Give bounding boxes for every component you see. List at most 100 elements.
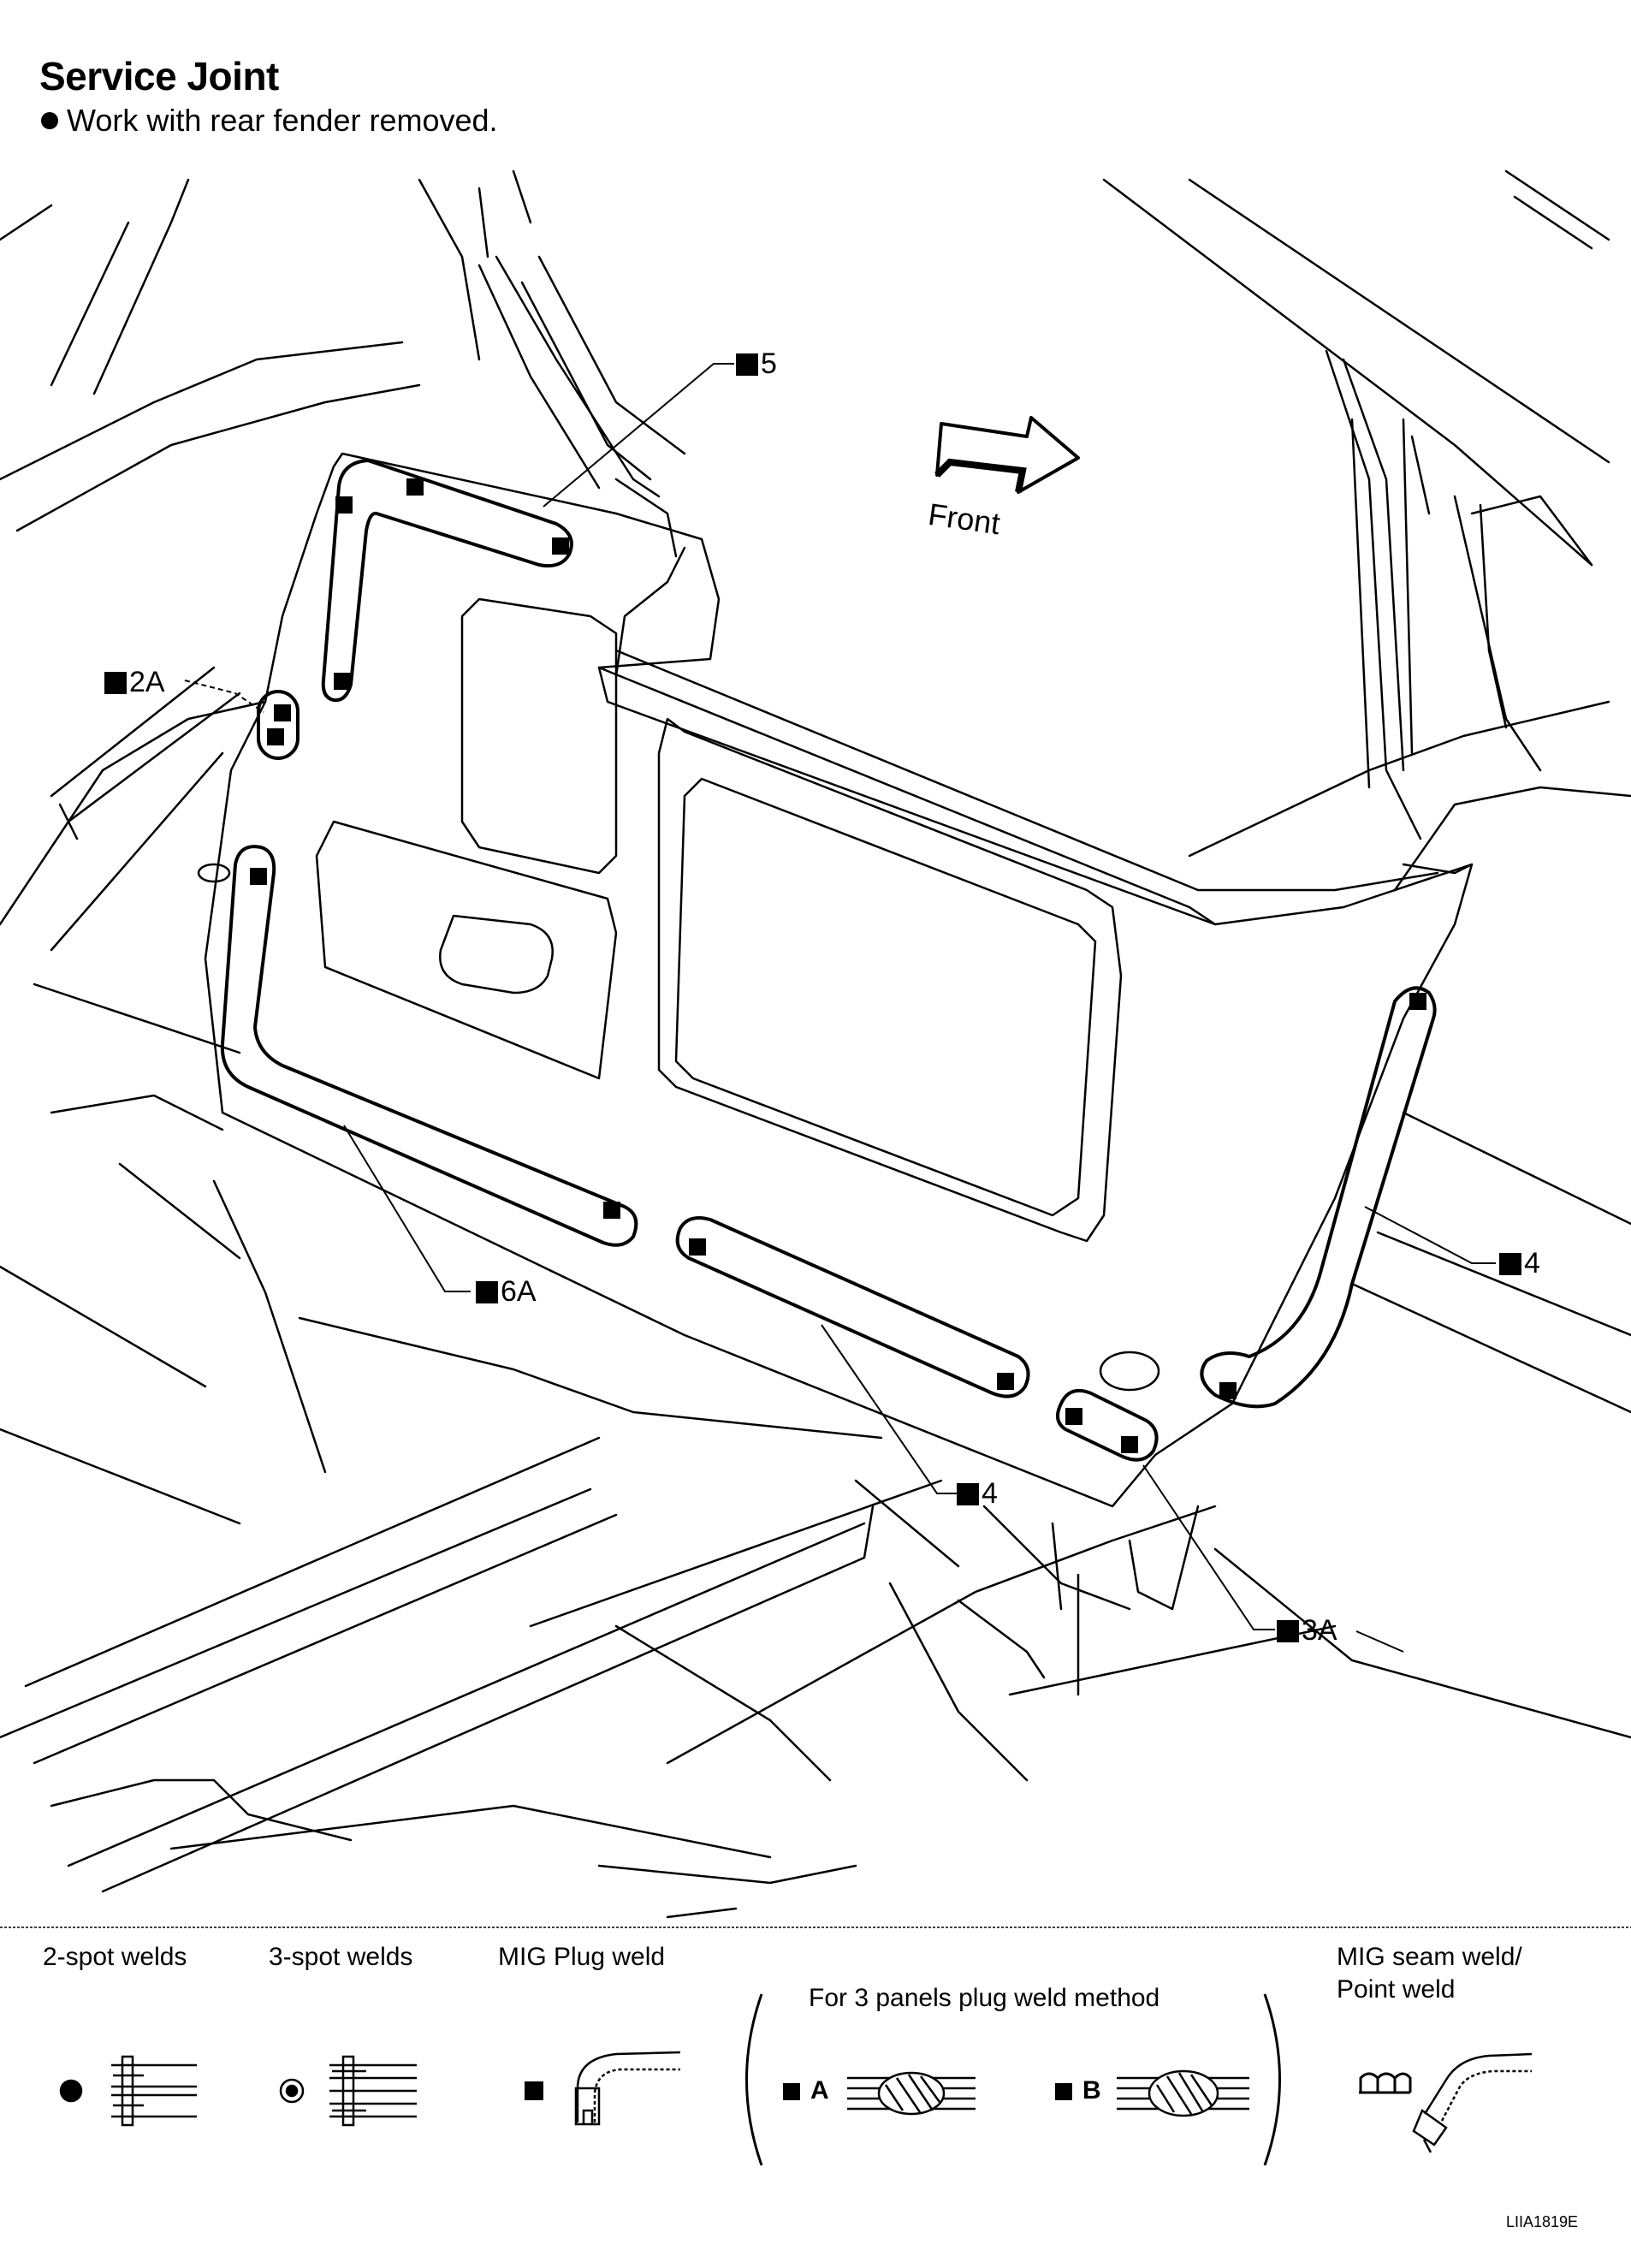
panel-flange [614,649,1439,892]
leader-5 [543,363,734,508]
callout-2a: 2A [104,666,165,699]
legend-three-panel-label: For 3 panels plug weld method [809,1984,1160,2012]
spot-weld-icon [59,2079,83,2103]
leader-6a [343,1125,471,1292]
bg-line [0,1487,592,1739]
pillar-line [418,178,481,361]
mig-seam-icon [1359,2072,1412,2094]
bg-line [666,1505,1217,1765]
bg-line [50,221,130,387]
callout-5: 5 [736,347,777,381]
bg-line [1342,358,1405,772]
page-title: Service Joint [39,54,279,98]
legend-two-spot-label: 2-spot welds [43,1943,187,1971]
mig-plug-torch-icon [574,2051,681,2126]
bg-line [1350,418,1371,789]
panel-hole [439,914,554,994]
leader-4-right [1364,1206,1496,1264]
bg-line [67,1522,866,1867]
bg-line [0,341,404,481]
weld-band-4-right [1200,986,1437,1409]
bg-line [67,692,241,823]
bg-line [957,1599,1046,1679]
plug-weld-square-icon [476,1280,498,1303]
bg-line [1504,169,1610,241]
pillar-line [520,281,652,481]
method-a-square-icon [783,2083,800,2100]
plug-weld-square-icon [1277,1619,1299,1642]
weld-band-5 [321,459,573,703]
leader-3a-tail [1355,1630,1404,1653]
legend-three-spot-label: 3-spot welds [269,1943,413,1971]
bg-line [1051,1522,1063,1611]
pillar-line [477,187,489,258]
bg-line [50,1778,353,1842]
bg-line [15,383,421,532]
bg-line [529,1479,943,1628]
bg-line [118,1162,241,1260]
bg-line [212,1179,327,1474]
callout-6a: 6A [476,1275,537,1309]
mig-seam-torch-icon [1412,2052,1533,2153]
pillar-line [477,264,601,490]
plug-weld-points [250,478,1426,1453]
bg-line [0,204,53,241]
bg-line [982,1505,1131,1611]
bg-line [101,1505,875,1893]
bg-line [1513,195,1593,250]
bg-line [597,1864,857,1885]
bg-line [33,983,241,1054]
method-a-diagram-icon [847,2071,976,2116]
pillar-line [495,255,661,498]
bg-line [169,1804,772,1859]
bg-line [854,1479,960,1568]
panel-flange [1402,863,1474,875]
legend-mig-plug-label: MIG Plug weld [498,1943,666,1971]
weld-band-2a [257,690,300,760]
bg-line [1102,178,1593,567]
bg-line [24,1436,601,1688]
open-paren [745,1993,763,2166]
panel-outline [204,452,1474,1508]
plug-weld-square-icon [736,353,758,376]
bg-line [1128,1505,1200,1611]
plug-weld-square-icon [1499,1252,1521,1275]
legend-mig-seam-label-2: Point weld [1337,1975,1456,2004]
bg-line [50,666,216,798]
bg-line [1470,495,1593,567]
bg-line [1479,503,1508,729]
legend-method-a-label: A [810,2076,829,2105]
pillar-line [512,169,532,224]
bg-line [1453,495,1542,772]
panel-hole [1099,1351,1160,1392]
callout-4-right-label: 4 [1524,1247,1540,1279]
bg-line [1188,178,1610,464]
callout-6a-label: 6A [501,1275,537,1308]
panel-flange [597,666,1217,926]
mig-plug-square-icon [525,2081,543,2100]
close-paren [1263,1993,1281,2166]
panel-recess [657,717,1123,1243]
leader-4-bottom [821,1324,957,1494]
weld-band-3a [1056,1389,1159,1462]
bg-line [0,700,267,926]
callout-4-right: 4 [1499,1247,1540,1280]
bg-line [1410,435,1431,515]
figure-id: LIIA1819E [1506,2213,1579,2230]
two-spot-diagram-icon [111,2055,197,2127]
callout-3a: 3A [1277,1614,1337,1648]
bg-line [0,1428,241,1525]
front-arrow-icon [934,416,1080,494]
bg-line [1325,349,1422,840]
bg-line [50,751,224,952]
bg-line [1188,700,1610,858]
work-note: Work with rear fender removed. [41,103,498,139]
bg-line [197,863,231,883]
bg-line [666,1907,738,1919]
method-b-diagram-icon [1117,2069,1249,2117]
callout-5-label: 5 [761,347,777,380]
bg-line [1393,786,1631,892]
weld-band-4-bottom [675,1216,1030,1398]
bg-line [50,1094,224,1131]
three-spot-weld-icon [279,2078,305,2104]
